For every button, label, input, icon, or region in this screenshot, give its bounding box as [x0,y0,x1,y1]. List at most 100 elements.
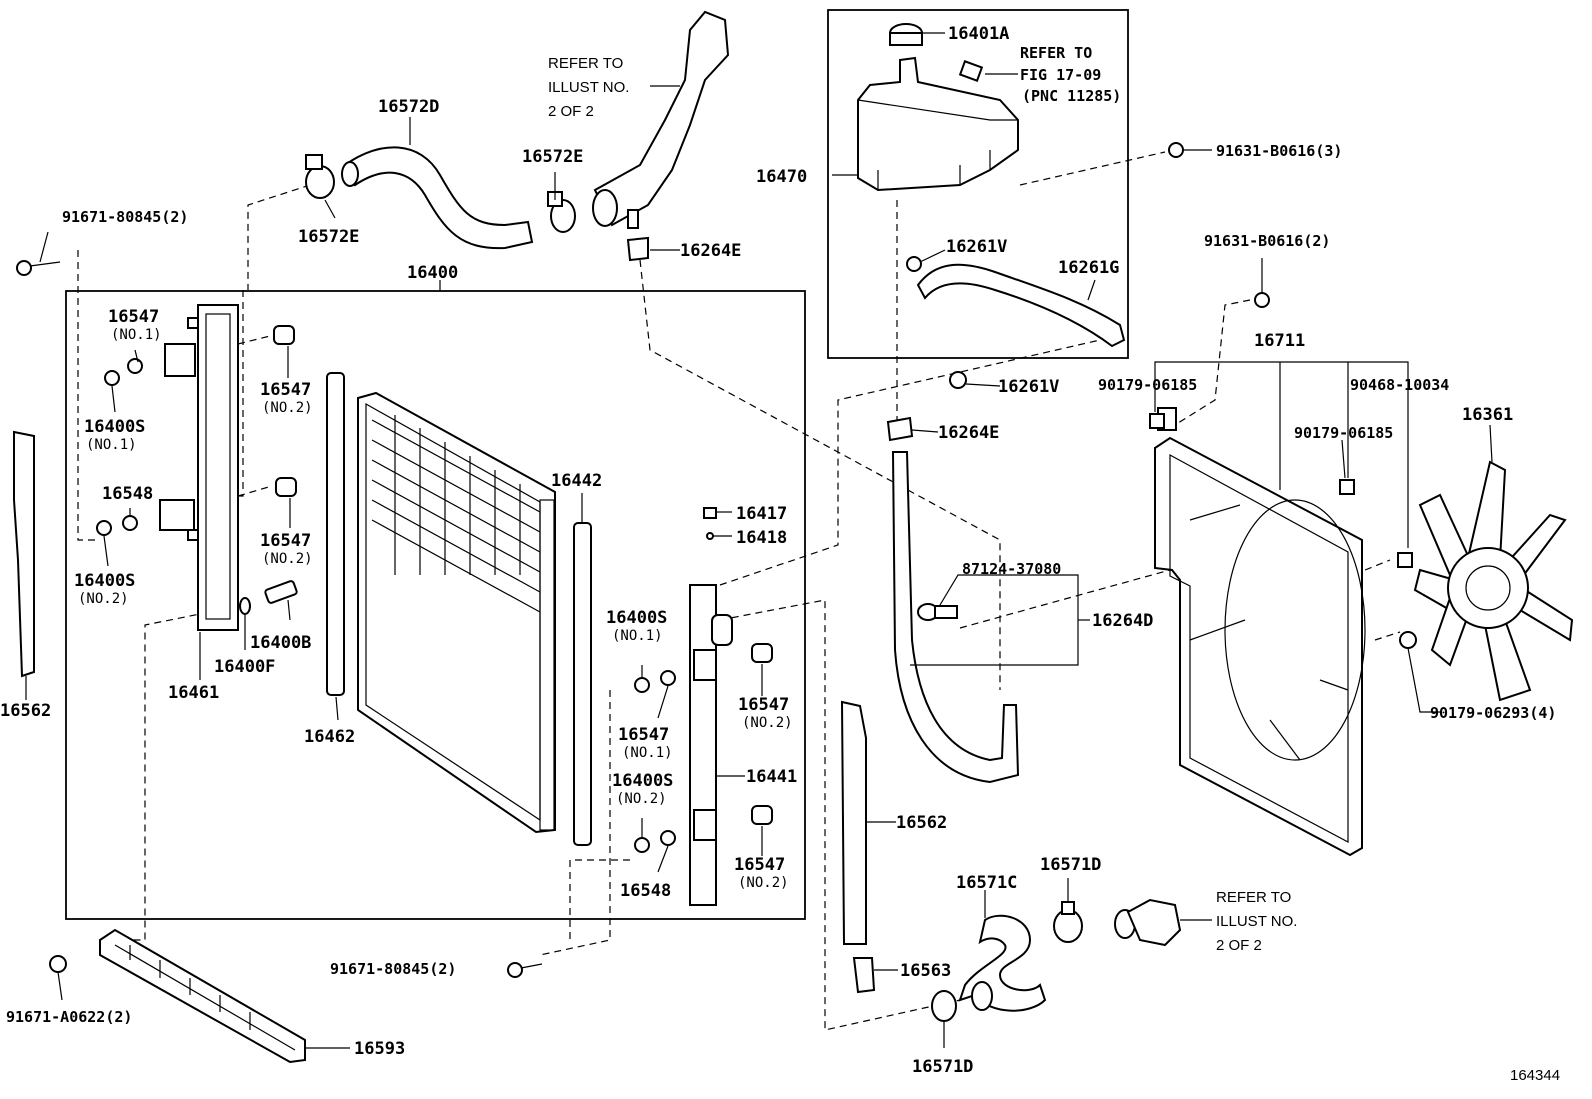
hose-16572d [341,146,534,250]
reference-note-top: REFER TO ILLUST NO. 2 OF 2 [548,55,680,120]
clamp-16571d-bottom [931,990,957,1022]
label-91671-80845-top: 91671-80845(2) [62,208,188,226]
clamp-16571d-top [1053,901,1083,943]
diagram-id: 164344 [1510,1067,1560,1084]
bolt-91631-b0616-3 [1168,142,1184,158]
note-fig-line1: REFER TO [1020,44,1092,62]
note-top-line2: ILLUST NO. [548,79,629,96]
label-16548-left: 16548 [102,484,153,504]
label-16400s-r2-sub: (NO.2) [616,791,667,807]
label-16461: 16461 [168,683,219,703]
nut-90179-06185-b [1339,479,1355,495]
clip-16264e-mid [886,416,914,442]
label-16400f: 16400F [214,657,275,677]
washers-left [96,358,143,536]
label-16417: 16417 [736,504,787,524]
label-16547-no1-sub: (NO.1) [111,327,162,343]
label-16547-no2-b: 16547 [260,531,311,551]
label-16400s-r2: 16400S [612,771,673,791]
label-16593: 16593 [354,1039,405,1059]
label-16571c: 16571C [956,873,1017,893]
seal-16563 [852,957,876,994]
tank-16441 [689,507,733,906]
label-16442: 16442 [551,471,602,491]
part-labels: 16572D 16572E 16572E 16264E 16400 91671-… [0,24,1560,1084]
note-top-line3: 2 OF 2 [548,103,594,120]
note-bottom-line3: 2 OF 2 [1216,937,1262,954]
clip-16261v-b [949,371,967,389]
seal-16462 [326,372,345,696]
hose-16264d [891,451,1020,784]
label-91631-b0616-3: 91631-B0616(3) [1216,142,1342,160]
note-fig-line3: (PNC 11285) [1022,87,1121,105]
note-top-line1: REFER TO [548,55,623,72]
label-91631-b0616-2: 91631-B0616(2) [1204,232,1330,250]
label-87124-37080: 87124-37080 [962,560,1061,578]
grommets-16547-right [751,643,773,825]
label-16401a: 16401A [948,24,1009,44]
seal-16562-left [13,430,35,678]
label-16400s-no2-sub: (NO.2) [78,591,129,607]
reference-note-bottom: REFER TO ILLUST NO. 2 OF 2 [1180,889,1297,954]
fan-shroud-16711 [1154,407,1366,857]
fan-16361 [1413,460,1574,702]
label-16547-r-no2a-sub: (NO.2) [742,715,793,731]
label-16548-right: 16548 [620,881,671,901]
label-16547-r-no1-sub: (NO.1) [622,745,673,761]
clip-16261v-a [906,256,922,272]
reference-note-fig: REFER TO FIG 17-09 (PNC 11285) [985,44,1121,105]
label-90179-06185-b: 90179-06185 [1294,424,1393,442]
label-90179-06185-a: 90179-06185 [1098,376,1197,394]
label-16400s-no2: 16400S [74,571,135,591]
water-inlet [1114,898,1182,947]
label-16547-no1: 16547 [108,307,159,327]
label-16547-r-no1: 16547 [618,725,669,745]
label-90468-10034: 90468-10034 [1350,376,1449,394]
label-16261g: 16261G [1058,258,1119,278]
label-16261v-b: 16261V [998,377,1059,397]
clamp-87124-37080 [917,603,958,621]
dashed-leader-lines [77,151,1401,1031]
overflow-hose-16261g [916,263,1126,348]
nut-90179-06185-a [1149,413,1165,429]
clamp-16572e-left [305,154,335,199]
label-16441: 16441 [746,767,797,787]
hose-16571c [958,914,1047,1012]
grommets-16547-left [273,325,297,497]
label-16547-no2-b-sub: (NO.2) [262,551,313,567]
support-16593 [99,928,306,1064]
label-16400: 16400 [407,263,458,283]
washers-right [634,670,676,853]
clamp-16264e-top [626,236,649,262]
label-16264e-mid: 16264E [938,423,999,443]
label-16400b: 16400B [250,633,311,653]
reservoir-assembly-box [827,9,1129,359]
label-16572e-right: 16572E [522,147,583,167]
label-16547-r-no2b-sub: (NO.2) [738,875,789,891]
label-16572d: 16572D [378,97,439,117]
label-16711: 16711 [1254,331,1305,351]
label-91671-a0622: 91671-A0622(2) [6,1008,132,1026]
label-16261v-a: 16261V [946,237,1007,257]
note-bottom-line1: REFER TO [1216,889,1291,906]
label-16470: 16470 [756,167,807,187]
bolt-91671-80845-bottom [507,962,543,978]
label-16400s-r1-sub: (NO.1) [612,628,663,644]
bolt-91671-a0622 [49,955,67,973]
note-fig-line2: FIG 17-09 [1020,66,1101,84]
label-16547-r-no2b: 16547 [734,855,785,875]
water-outlet-pipe [592,10,730,229]
label-16264d: 16264D [1092,611,1153,631]
solid-leader-lines [25,32,1493,1049]
label-91671-80845-bottom: 91671-80845(2) [330,960,456,978]
radiator-assembly-box [65,290,806,920]
label-16571d-top: 16571D [1040,855,1101,875]
label-90179-06293: 90179-06293(4) [1430,704,1556,722]
washer-90468-10034 [1397,552,1413,568]
label-16571d-bottom: 16571D [912,1057,973,1077]
drain-cock-16400b [239,580,298,615]
label-16563: 16563 [900,961,951,981]
seal-16442 [573,522,592,846]
tank-16461 [159,304,239,631]
label-16562-left: 16562 [0,701,51,721]
